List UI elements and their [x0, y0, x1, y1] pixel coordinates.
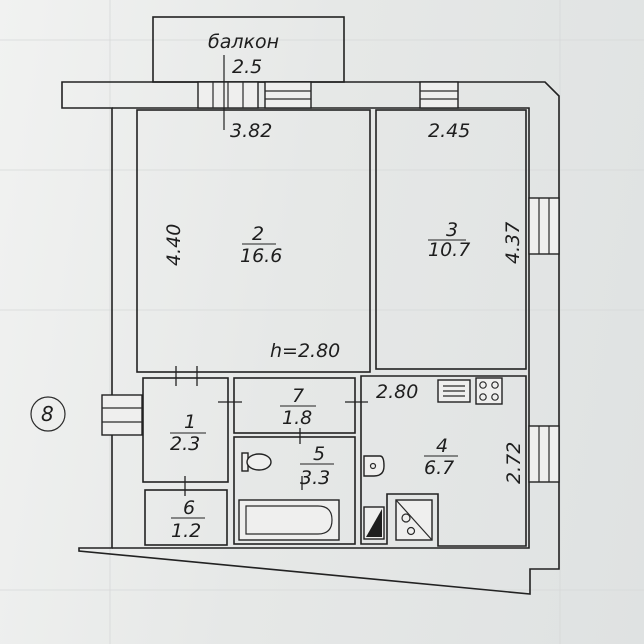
balcony-label: балкон — [208, 31, 279, 53]
balcony-door-window — [197, 81, 312, 109]
room5-area: 3.3 — [300, 467, 330, 489]
room7-number: 7 — [292, 385, 304, 407]
room5-number: 5 — [313, 443, 325, 465]
room3-width-dim: 2.45 — [428, 120, 470, 142]
room3-number: 3 — [446, 219, 458, 241]
room-2-outline — [136, 109, 371, 373]
bathtub-icon — [238, 499, 340, 541]
water-heater-icon — [395, 499, 433, 541]
room1-number: 1 — [184, 411, 196, 433]
room3-top-window — [419, 81, 459, 109]
ventilation-shaft-icon — [363, 506, 385, 540]
room-3-outline — [375, 109, 527, 370]
room3-area: 10.7 — [428, 239, 470, 261]
stove-icon — [437, 377, 503, 405]
room4-area: 6.7 — [424, 457, 454, 479]
room3-right-window — [528, 197, 560, 255]
door-marks — [175, 366, 368, 496]
room2-length-dim: 4.40 — [163, 224, 185, 266]
room4-width-dim: 2.80 — [376, 381, 418, 403]
inner-wall-line — [112, 107, 530, 549]
room6-number: 6 — [183, 497, 195, 519]
room-5-outline — [233, 436, 356, 545]
room2-area: 16.6 — [240, 245, 282, 267]
room7-area: 1.8 — [282, 407, 312, 429]
room4-length-dim: 2.72 — [503, 442, 525, 484]
toilet-icon — [241, 452, 272, 472]
room6-area: 1.2 — [171, 520, 201, 542]
area-separator-lines — [170, 239, 466, 519]
room-6-outline — [144, 489, 228, 546]
room-7-outline — [233, 377, 356, 434]
ceiling-height: h=2.80 — [270, 340, 340, 362]
apartment-number-circle — [30, 396, 66, 432]
balcony-width: 2.5 — [232, 56, 262, 78]
apartment-number: 8 — [41, 402, 54, 426]
sink-icon — [363, 455, 385, 477]
room3-length-dim: 4.37 — [502, 222, 524, 264]
room4-right-window — [528, 425, 560, 483]
room-4-outline — [360, 375, 527, 547]
room4-number: 4 — [436, 435, 448, 457]
room1-area: 2.3 — [170, 433, 200, 455]
outer-wall-outline — [61, 81, 560, 595]
entrance-door — [101, 394, 143, 436]
room2-width-dim: 3.82 — [230, 120, 272, 142]
room2-number: 2 — [252, 223, 264, 245]
